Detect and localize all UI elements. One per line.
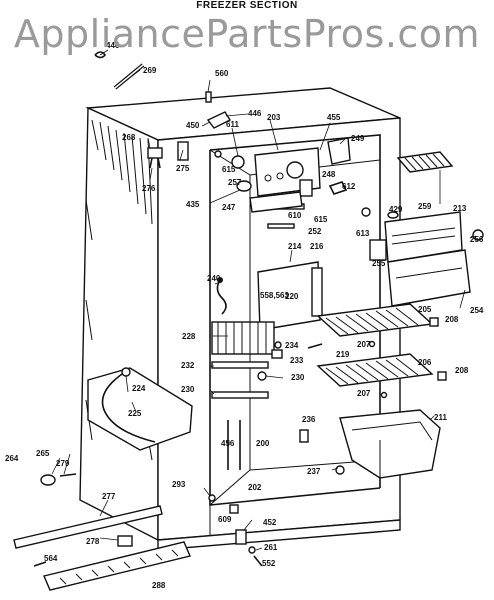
part-label-202: 202 bbox=[248, 483, 262, 492]
part-label-276: 276 bbox=[142, 184, 156, 193]
part-labels: 446 560 269 450 446 611 203 455 249 268 … bbox=[5, 41, 484, 590]
part-label-615b: 615 bbox=[314, 215, 328, 224]
part-label-446: 446 bbox=[106, 41, 120, 50]
evaporator-area bbox=[211, 261, 323, 470]
icetray-and-panels bbox=[369, 151, 484, 307]
part-label-558-563: 558,563 bbox=[260, 291, 289, 300]
wire-shelves bbox=[316, 303, 447, 399]
part-label-452: 452 bbox=[263, 518, 277, 527]
part-label-214: 214 bbox=[288, 242, 302, 251]
part-label-446b: 446 bbox=[248, 109, 262, 118]
part-label-225: 225 bbox=[128, 409, 142, 418]
part-label-247: 247 bbox=[222, 203, 236, 212]
part-label-230a: 230 bbox=[181, 385, 195, 394]
leader-lines bbox=[51, 49, 477, 551]
part-label-564: 564 bbox=[44, 554, 58, 563]
part-label-208a: 208 bbox=[445, 315, 459, 324]
part-label-456: 456 bbox=[221, 439, 235, 448]
part-label-206: 206 bbox=[418, 358, 432, 367]
part-label-264: 264 bbox=[5, 454, 19, 463]
top-parts bbox=[94, 51, 371, 229]
part-label-612: 612 bbox=[342, 182, 356, 191]
part-label-293: 293 bbox=[172, 480, 186, 489]
part-label-268: 268 bbox=[122, 133, 136, 142]
part-label-277: 277 bbox=[102, 492, 116, 501]
part-label-224: 224 bbox=[132, 384, 146, 393]
part-label-233: 233 bbox=[290, 356, 304, 365]
part-label-255: 255 bbox=[372, 259, 386, 268]
part-label-207b: 207 bbox=[357, 389, 371, 398]
section-title: FREEZER SECTION bbox=[196, 0, 298, 11]
part-label-265: 265 bbox=[36, 449, 50, 458]
part-label-232: 232 bbox=[181, 361, 195, 370]
part-label-248: 248 bbox=[322, 170, 336, 179]
part-label-610: 610 bbox=[288, 211, 302, 220]
part-label-211: 211 bbox=[434, 413, 447, 422]
part-label-254: 254 bbox=[470, 306, 484, 315]
part-label-219: 219 bbox=[336, 350, 350, 359]
part-label-228: 228 bbox=[182, 332, 196, 341]
part-label-236: 236 bbox=[302, 415, 316, 424]
part-label-609: 609 bbox=[218, 515, 232, 524]
part-label-220: 220 bbox=[285, 292, 299, 301]
part-label-429: 429 bbox=[389, 205, 403, 214]
part-label-203: 203 bbox=[267, 113, 281, 122]
part-label-269: 269 bbox=[143, 66, 157, 75]
part-label-234: 234 bbox=[285, 341, 299, 350]
part-label-279: 279 bbox=[56, 459, 70, 468]
part-label-450: 450 bbox=[186, 121, 200, 130]
part-label-552: 552 bbox=[262, 559, 276, 568]
part-label-259: 259 bbox=[418, 202, 432, 211]
part-label-455: 455 bbox=[327, 113, 341, 122]
part-label-261: 261 bbox=[264, 543, 278, 552]
part-label-611: 611 bbox=[226, 120, 239, 129]
part-label-615a: 615 bbox=[222, 165, 236, 174]
part-label-205: 205 bbox=[418, 305, 432, 314]
part-label-257: 257 bbox=[228, 178, 242, 187]
part-label-613: 613 bbox=[356, 229, 370, 238]
ice-bucket bbox=[339, 409, 441, 479]
part-label-213: 213 bbox=[453, 204, 467, 213]
part-label-237: 237 bbox=[307, 467, 321, 476]
part-label-200: 200 bbox=[256, 439, 270, 448]
part-label-207a: 207 bbox=[357, 340, 371, 349]
part-label-275: 275 bbox=[176, 164, 190, 173]
part-label-560: 560 bbox=[215, 69, 229, 78]
part-label-435: 435 bbox=[186, 200, 200, 209]
part-label-240: 240 bbox=[207, 274, 221, 283]
ice-chute bbox=[87, 367, 193, 451]
part-label-230b: 230 bbox=[291, 373, 305, 382]
part-label-288: 288 bbox=[152, 581, 166, 590]
part-label-249: 249 bbox=[351, 134, 365, 143]
part-label-216: 216 bbox=[310, 242, 324, 251]
bottom-parts bbox=[13, 429, 345, 591]
part-label-256: 256 bbox=[470, 235, 484, 244]
part-label-278: 278 bbox=[86, 537, 100, 546]
part-label-252: 252 bbox=[308, 227, 322, 236]
part-label-208b: 208 bbox=[455, 366, 469, 375]
